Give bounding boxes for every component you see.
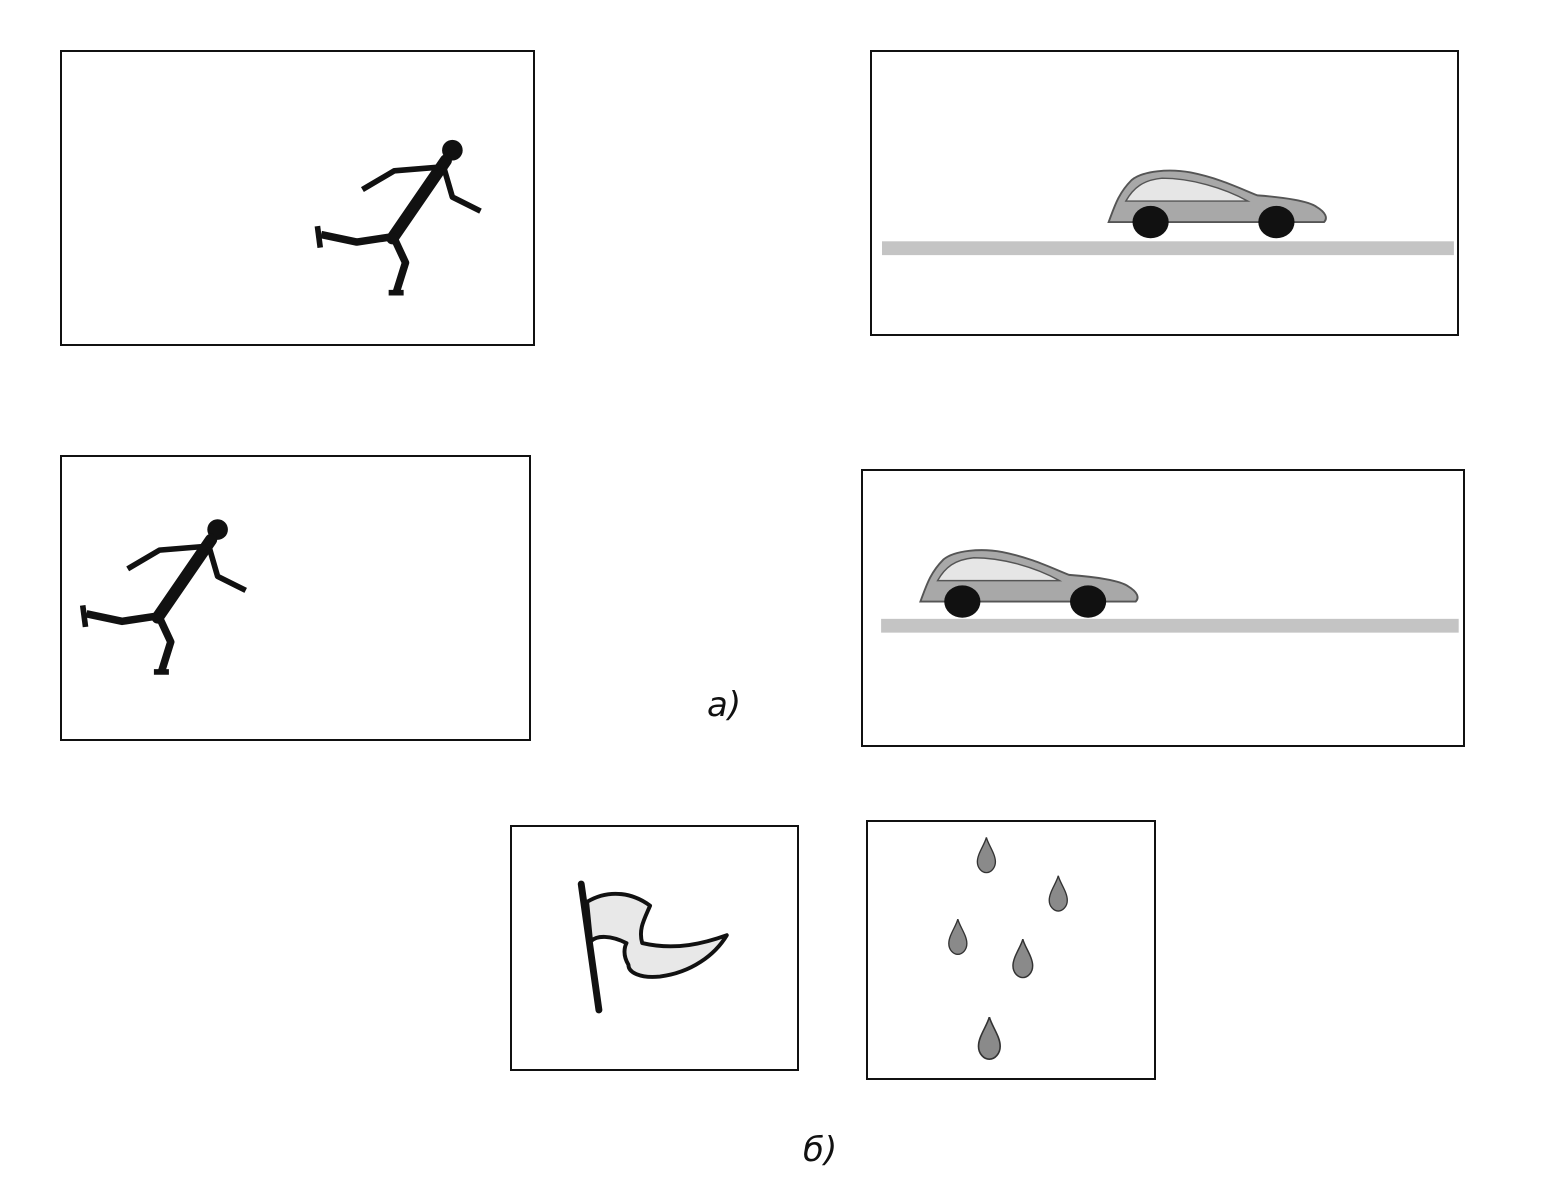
panel-car-left bbox=[861, 469, 1465, 747]
road-line bbox=[882, 241, 1454, 256]
rain-drops-icon bbox=[948, 836, 1069, 1061]
caption-part-b: б) bbox=[803, 1130, 838, 1170]
panel-runner-left bbox=[60, 455, 531, 741]
panel-flag bbox=[510, 825, 799, 1071]
flag-icon bbox=[577, 880, 729, 1014]
road-line bbox=[881, 618, 1459, 633]
panel-runner-right bbox=[60, 50, 535, 346]
panel-car-center bbox=[870, 50, 1459, 336]
running-person-icon bbox=[62, 52, 533, 344]
car-icon bbox=[881, 549, 1459, 633]
car-icon bbox=[882, 169, 1454, 256]
panel-drops bbox=[866, 820, 1156, 1080]
running-person-icon bbox=[62, 457, 529, 739]
caption-part-a: а) bbox=[707, 685, 742, 725]
